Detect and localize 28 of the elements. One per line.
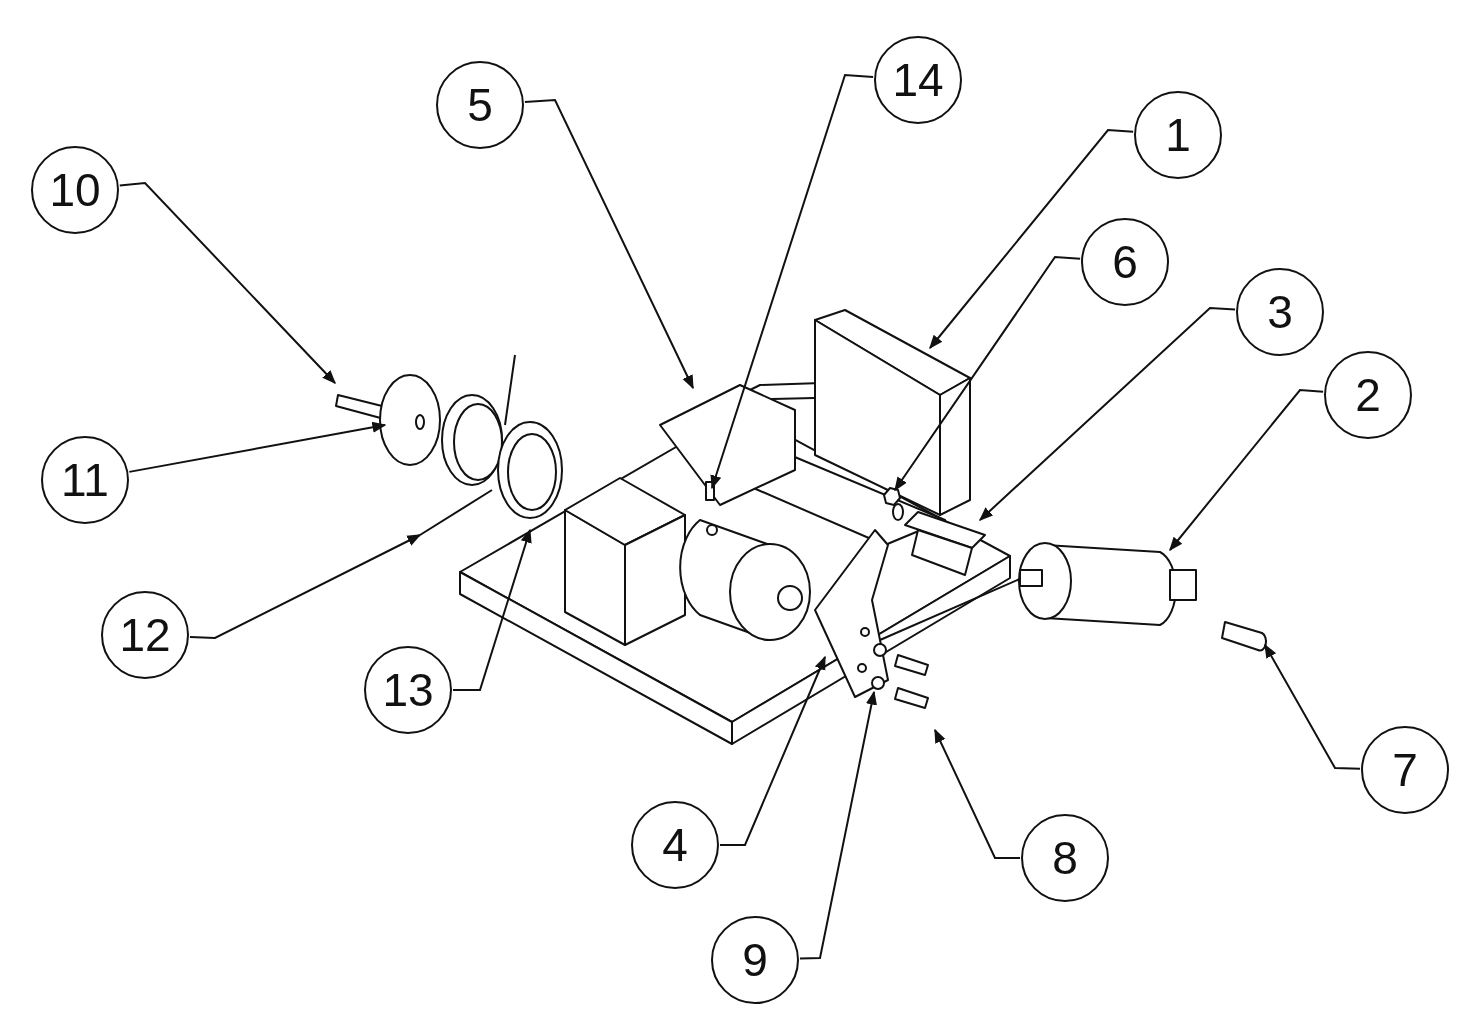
callout-number: 5 <box>436 61 524 149</box>
callout-number: 1 <box>1134 91 1222 179</box>
leader-line <box>978 306 1237 521</box>
leader-line <box>188 534 422 639</box>
callout-number: 14 <box>874 36 962 124</box>
callout-number: 13 <box>364 646 452 734</box>
callout-number: 4 <box>631 801 719 889</box>
leader-line <box>1264 643 1361 770</box>
callout-number: 6 <box>1081 218 1169 306</box>
leader-line <box>523 98 694 390</box>
leader-line <box>894 255 1082 492</box>
leader-line <box>934 728 1021 859</box>
leader-line <box>118 181 336 384</box>
leader-line <box>452 528 532 691</box>
leader-line <box>719 655 826 846</box>
leader-line <box>128 421 387 473</box>
callout-number: 11 <box>41 436 129 524</box>
leader-line <box>799 690 877 960</box>
callout-number: 8 <box>1021 814 1109 902</box>
callout-number: 2 <box>1324 351 1412 439</box>
leader-line <box>929 128 1135 350</box>
callout-number: 10 <box>31 146 119 234</box>
leader-line <box>1169 388 1325 552</box>
leader-line <box>710 73 875 490</box>
callout-number: 9 <box>711 916 799 1004</box>
callout-number: 3 <box>1236 268 1324 356</box>
callout-number: 12 <box>101 591 189 679</box>
callout-number: 7 <box>1361 726 1449 814</box>
